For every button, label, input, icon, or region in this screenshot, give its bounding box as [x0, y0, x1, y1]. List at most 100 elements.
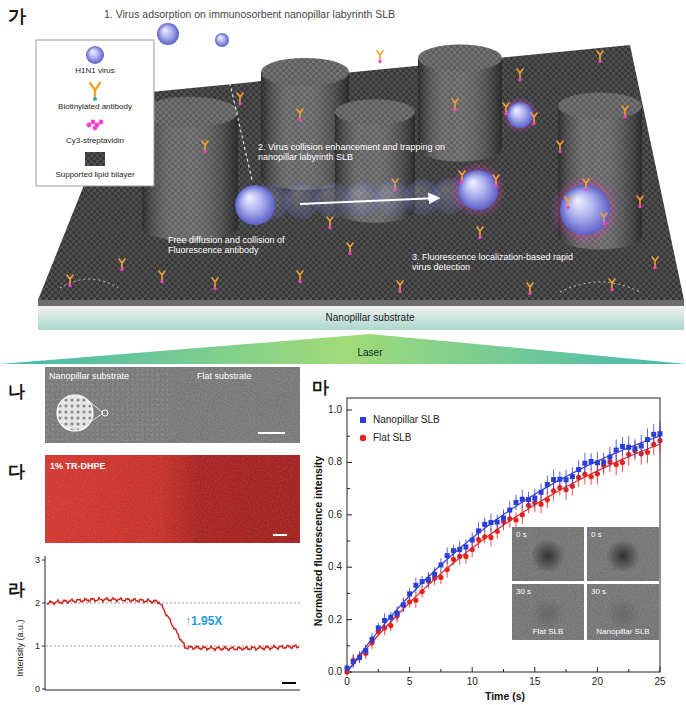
tick-label: 0 [344, 676, 350, 688]
axis-title: Normalized fluorescence intensity [312, 456, 324, 626]
virus-particle [157, 23, 179, 45]
antibody-symbol [212, 278, 218, 290]
tick-label: 0.6 [328, 509, 342, 521]
tick-label: 0.2 [328, 614, 342, 626]
tick-label: 0.4 [328, 561, 342, 573]
panel-text: 0 s [516, 530, 527, 539]
legend-entry: Nanopillar SLB [356, 414, 440, 426]
motion-arrow [300, 198, 438, 204]
legend-text: Nanopillar SLB [373, 414, 440, 426]
tick-label: 0.0 [328, 666, 342, 678]
step-caption: Free diffusion and collision of Fluoresc… [168, 235, 308, 256]
panel-label: 가 [8, 6, 26, 27]
legend-text: Supported lipid bilayer [36, 170, 154, 179]
tick-label: 0.8 [328, 457, 342, 469]
panel-text: 1% TR-DHPE [50, 461, 106, 471]
nanopillar [558, 93, 642, 250]
antibody-symbol [397, 281, 403, 293]
step-caption: 1. Virus adsorption on immunosorbent nan… [104, 8, 395, 20]
panel-text: Flat SLB [533, 627, 564, 636]
panel-text: 0 s [591, 530, 602, 539]
virus-particle [450, 162, 506, 218]
legend-entry: Flat SLB [356, 432, 411, 444]
nanopillar [142, 97, 238, 242]
legend-swatch [36, 80, 154, 102]
tick-label: 25 [654, 676, 665, 688]
inset-tile: 0 s [587, 527, 659, 581]
substrate-edge [38, 300, 684, 306]
tick-label: 5 [407, 676, 413, 688]
virus-particle [550, 175, 620, 245]
inset-tile: 30 s Flat SLB [512, 584, 584, 640]
panel-label: 다 [8, 462, 25, 482]
antibody-symbol [531, 113, 537, 125]
panel-text: 30 s [516, 587, 531, 596]
tick-label: 1 [35, 641, 40, 651]
antibody-symbol [202, 141, 208, 153]
tick-label: 3 [35, 555, 40, 565]
legend-swatch [356, 414, 370, 426]
antibody-symbol [452, 99, 458, 111]
tick-label: 15 [529, 676, 540, 688]
antibody-symbol [477, 227, 483, 239]
tick-label: 10 [467, 676, 478, 688]
panel-text: 30 s [591, 587, 606, 596]
virus-particle [235, 185, 275, 225]
legend-entry: Supported lipid bilayer [36, 148, 154, 179]
inset-tile: 0 s [512, 527, 584, 581]
antibody-symbol [297, 109, 303, 121]
legend-swatch [36, 114, 154, 136]
trajectory-line [560, 282, 640, 292]
antibody-symbol [297, 271, 303, 283]
laser-beam-image [0, 334, 686, 364]
micrograph-panel: Nanopillar substrate Flat substrate [45, 367, 300, 443]
antibody-symbol [652, 257, 658, 269]
antibody-symbol [637, 196, 643, 208]
panel-text: Laser [357, 347, 382, 359]
antibody-symbol [347, 243, 353, 255]
antibody-symbol [609, 279, 615, 291]
antibody-symbol [159, 271, 165, 283]
antibody-symbol [597, 51, 603, 63]
antibody-symbol [601, 213, 607, 225]
virus-particle [215, 33, 229, 47]
antibody-symbol [503, 103, 509, 115]
legend-entry: H1N1 virus [36, 44, 154, 75]
ratio-annotation: ↑1.95X [185, 615, 222, 629]
antibody-symbol [67, 275, 73, 287]
panel-label: 라 [8, 580, 25, 600]
tick-label: 0 [35, 684, 40, 694]
legend-swatch [36, 44, 154, 66]
panel-label: 나 [8, 382, 25, 402]
inset-tile: 30 sNanopillar SLB [587, 584, 659, 640]
antibody-symbol [459, 171, 465, 183]
panel-label: 마 [312, 378, 329, 398]
micrograph-panel: 1% TR-DHPE [45, 455, 300, 543]
antibody-symbol [237, 93, 243, 105]
antibody-symbol [119, 259, 125, 271]
tick-label: 20 [592, 676, 603, 688]
antibody-symbol [622, 106, 628, 118]
panel-text: Flat substrate [197, 371, 252, 381]
tick-label: 2 [35, 598, 40, 608]
antibody-symbol [557, 141, 563, 153]
legend-entry: Cy3-streptavidin [36, 114, 154, 145]
step-caption: 3. Fluorescence localization-based rapid… [412, 252, 587, 273]
legend-swatch [356, 432, 370, 444]
motion-arrow [168, 48, 176, 70]
legend-text: Cy3-streptavidin [36, 136, 154, 145]
antibody-symbol [583, 179, 589, 191]
legend-frame [36, 40, 154, 186]
antibody-symbol [527, 283, 533, 295]
legend-text: Biotinylated antibody [36, 102, 154, 111]
antibody-symbol [517, 69, 523, 81]
substrate-band: Nanopillar substrate [38, 306, 684, 330]
step-caption: 2. Virus collision enhancement and trapp… [258, 142, 453, 163]
trajectory-line [222, 48, 252, 180]
legend-text: Flat SLB [373, 432, 411, 444]
panel-text: Nanopillar substrate [49, 371, 129, 381]
antibody-symbol [327, 217, 333, 229]
panel-text: Nanopillar substrate [326, 312, 415, 324]
trajectory-line [60, 279, 118, 288]
antibody-symbol [377, 51, 383, 63]
